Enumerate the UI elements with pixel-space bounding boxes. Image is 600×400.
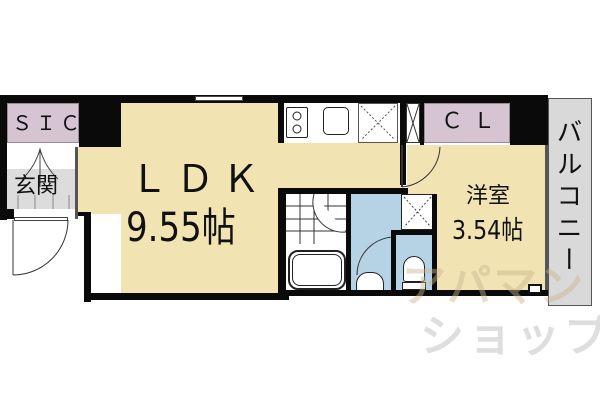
toilet-tank <box>402 282 426 290</box>
balcony-corner <box>528 284 542 294</box>
ldk-label: ＬＤＫ <box>130 157 269 201</box>
wall-cl-right <box>510 103 548 145</box>
cl-label: ＣＬ <box>441 109 506 134</box>
washroom-door[interactable] <box>356 236 397 277</box>
wall-toilet-left <box>391 230 396 294</box>
stove[interactable] <box>286 107 308 138</box>
ldk-window <box>195 96 243 101</box>
room-cl <box>424 103 510 143</box>
room-ldk <box>121 103 283 293</box>
wall-bottom-right <box>278 290 548 296</box>
wall-bath-right <box>346 194 351 294</box>
genkan-step-arc <box>21 147 59 187</box>
room-sic <box>7 103 79 143</box>
wall-toilet-top <box>391 230 436 235</box>
entrance-door[interactable] <box>12 219 73 280</box>
wall-bath-top <box>278 188 408 194</box>
toilet[interactable] <box>403 256 425 282</box>
wall-bath-left <box>278 188 286 300</box>
wall-left <box>0 95 7 220</box>
stove-burners-icon <box>292 111 302 134</box>
bathtub-inner <box>292 254 342 286</box>
sic-label: ＳＩＣ <box>12 111 84 135</box>
kitchen-sink[interactable] <box>323 107 349 135</box>
wall-top <box>0 95 548 103</box>
pipe-x-icon <box>406 103 420 143</box>
wall-kitchen-left <box>278 103 284 143</box>
washer-x-icon <box>403 196 432 228</box>
yoshitsu-door[interactable] <box>401 143 442 188</box>
balcony <box>548 98 592 306</box>
genkan-upper <box>7 147 75 169</box>
wall-genkan-right <box>75 147 78 219</box>
watermark-line2: ショップ <box>420 311 600 362</box>
genkan-label: 玄関 <box>14 174 59 199</box>
wall-sic-block <box>79 103 121 147</box>
balcony-label: バルコニー <box>552 118 582 278</box>
room-ldk-kitchen-aisle <box>283 143 401 188</box>
wall-bottom-ldk <box>84 293 289 300</box>
genkan-tiles <box>17 195 70 209</box>
ldk-area: 9.55帖 <box>126 205 236 251</box>
room-ldk-lower-left <box>78 147 123 214</box>
wall-pipe-right <box>420 103 424 145</box>
entrance-door-frame <box>14 217 68 221</box>
wall-toilet-right <box>432 194 437 294</box>
bath-tiles <box>286 193 347 244</box>
yoshitsu-area: 3.54帖 <box>452 216 524 246</box>
wall-ldk-left-lower <box>84 212 91 302</box>
watermark-line1: アパマン <box>402 261 586 312</box>
yoshitsu-label: 洋室 <box>466 184 511 209</box>
wall-right-window <box>545 145 548 293</box>
wall-pipe-left <box>400 103 406 185</box>
wall-genkan-bottom <box>0 209 14 219</box>
fridge-x-icon <box>360 105 396 141</box>
